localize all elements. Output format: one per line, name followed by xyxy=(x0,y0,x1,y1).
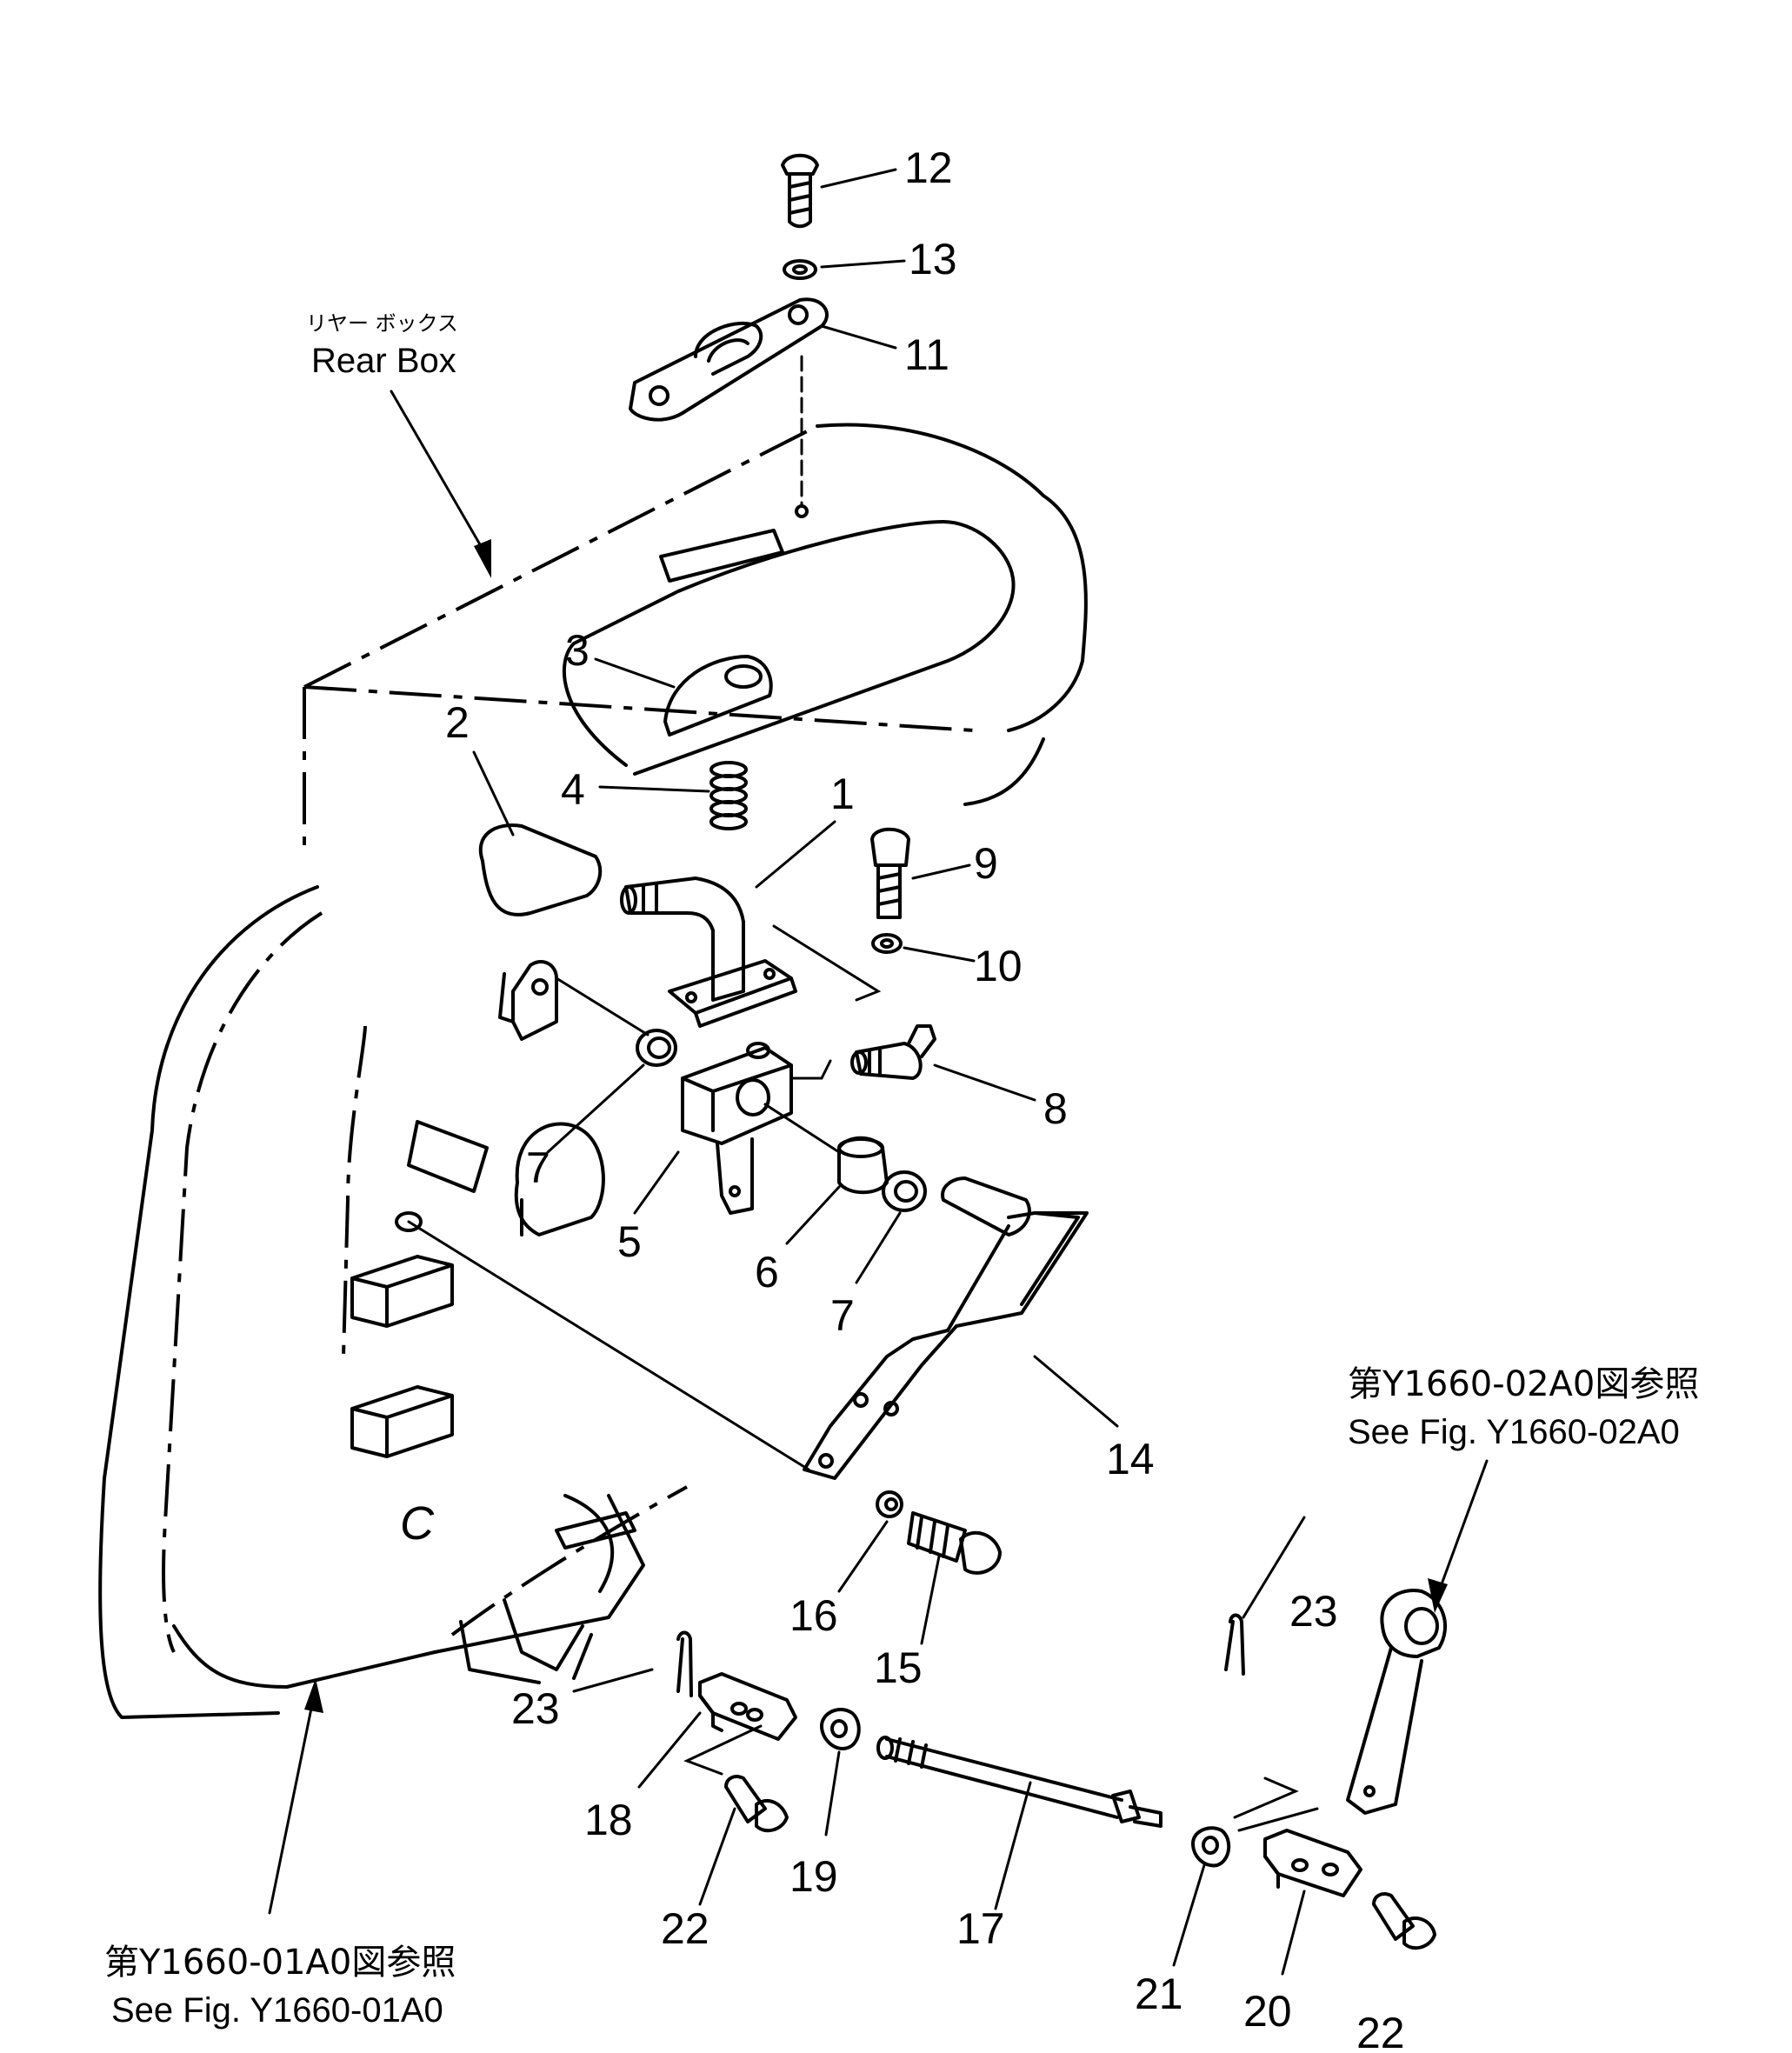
rear-box-label-jp: リヤー ボックス xyxy=(306,311,458,336)
part-number-6: 6 xyxy=(755,1248,779,1296)
part-number-11: 11 xyxy=(904,330,949,379)
part-number-19: 19 xyxy=(789,1852,838,1901)
part-6-bushing xyxy=(763,1103,889,1245)
part-number-1: 1 xyxy=(830,770,855,818)
ref-right-label-en: See Fig. Y1660-02A0 xyxy=(1348,1413,1680,1451)
part-8-grease-fitting xyxy=(850,1024,1036,1102)
part-number-5: 5 xyxy=(617,1217,642,1266)
part-18-clevis-left xyxy=(637,1672,797,1789)
part-7-bearing-lower xyxy=(855,1170,927,1284)
part-number-20: 20 xyxy=(1243,1987,1292,2036)
part-number-23-right: 23 xyxy=(1289,1587,1338,1636)
rear-box-mark-c: C xyxy=(400,1497,435,1550)
part-number-22-right: 22 xyxy=(1356,2009,1405,2053)
ref-left-label-jp: 第Y1660-01A0図参照 xyxy=(104,1943,456,1983)
part-number-15: 15 xyxy=(874,1643,923,1692)
part-number-7-upper: 7 xyxy=(526,1143,550,1192)
part-number-9: 9 xyxy=(974,839,998,888)
part-5-bracket xyxy=(633,1042,832,1215)
ref-left-label-en: See Fig. Y1660-01A0 xyxy=(111,1991,443,2030)
part-12-screw xyxy=(781,153,897,229)
part-13-washer xyxy=(783,259,906,280)
part-22-pin-left xyxy=(698,1775,789,1906)
part-number-13: 13 xyxy=(909,235,957,283)
see-fig-arm-part xyxy=(1346,1589,1448,1815)
part-number-14: 14 xyxy=(1106,1435,1155,1483)
part-14-arm xyxy=(803,1176,1119,1480)
part-19-nut xyxy=(820,1708,861,1836)
part-number-23-left: 23 xyxy=(511,1684,560,1733)
part-9-bolt xyxy=(870,827,971,919)
part-number-21: 21 xyxy=(1135,1970,1183,2018)
part-number-8: 8 xyxy=(1043,1084,1068,1133)
part-number-10: 10 xyxy=(974,942,1023,990)
part-1-lever xyxy=(620,820,882,1028)
part-number-12: 12 xyxy=(904,143,953,192)
rear-box-label-en: Rear Box xyxy=(311,342,456,380)
part-number-7-lower: 7 xyxy=(830,1291,855,1340)
part-number-16: 16 xyxy=(789,1591,838,1640)
rear-box-arrow xyxy=(390,390,491,578)
part-10-washer xyxy=(871,933,976,963)
part-number-18: 18 xyxy=(584,1796,633,1844)
part-23-cotter-pin-right xyxy=(1224,1516,1306,1676)
part-number-2: 2 xyxy=(445,698,470,747)
part-21-nut xyxy=(1172,1826,1231,1967)
part-11-plate xyxy=(629,297,897,518)
part-17-rod xyxy=(876,1736,1162,1910)
ref-right-arrow xyxy=(1428,1459,1489,1613)
part-16-washer xyxy=(837,1490,903,1593)
rear-box-outline: C xyxy=(98,423,1088,1719)
part-number-17: 17 xyxy=(956,1904,1005,1953)
part-23-cotter-pin-left xyxy=(572,1630,693,1697)
ref-right-label-jp: 第Y1660-02A0図参照 xyxy=(1348,1364,1699,1404)
part-20-clevis-right xyxy=(1233,1776,1362,1976)
part-22-pin-right xyxy=(1372,1892,1436,1950)
ref-left-arrow xyxy=(268,1678,323,1915)
part-3-cap xyxy=(594,655,773,737)
part-7-bearing-upper xyxy=(546,1029,677,1154)
part-number-4: 4 xyxy=(561,765,585,814)
part-2-knob xyxy=(472,750,603,917)
part-number-22-left: 22 xyxy=(661,1904,709,1953)
part-number-3: 3 xyxy=(565,626,590,675)
part-15-bolt xyxy=(907,1511,1002,1645)
part-4-spring xyxy=(598,761,748,830)
